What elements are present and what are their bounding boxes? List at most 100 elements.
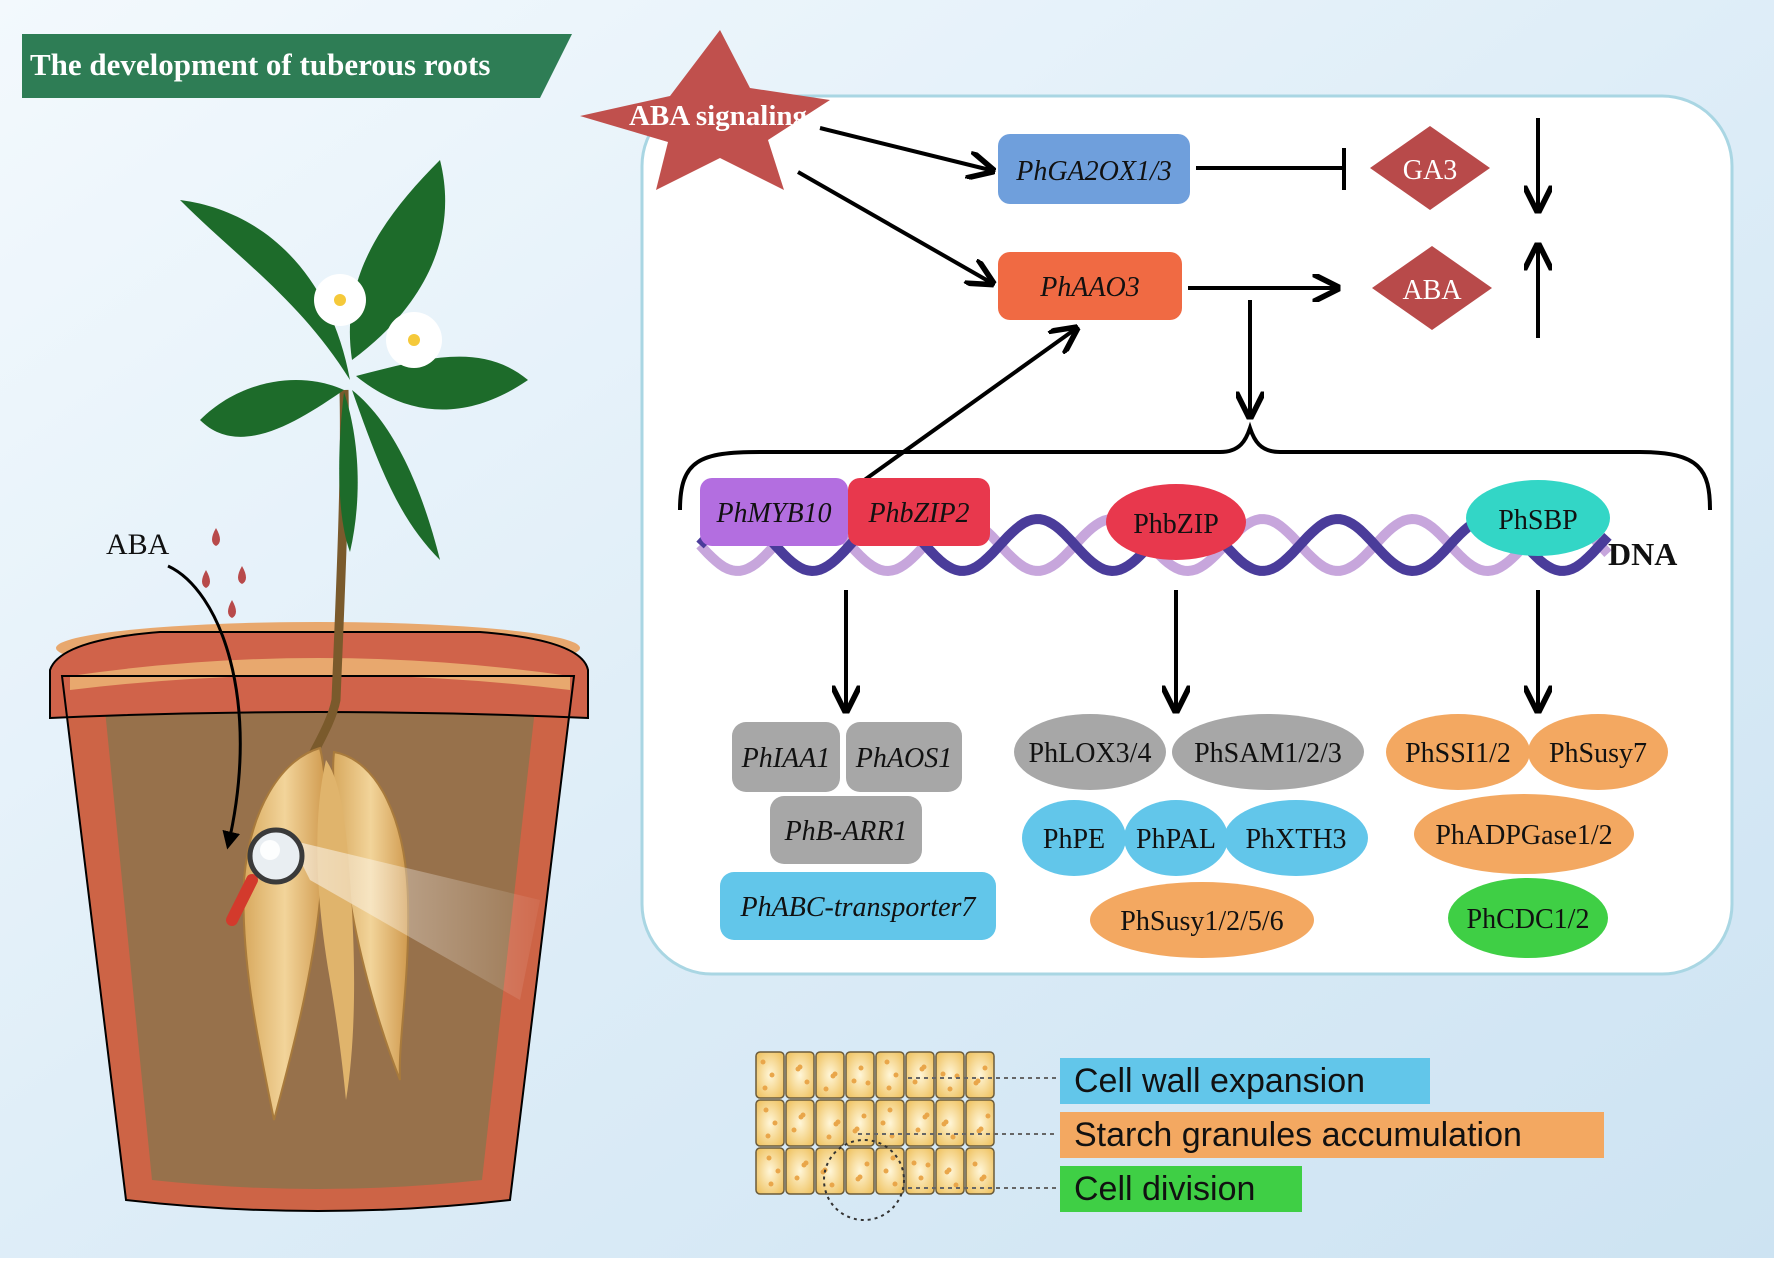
starch-granule (947, 1086, 953, 1092)
arrow-star-to-ga2ox (819, 126, 990, 170)
target-abc7 (720, 872, 996, 940)
starch-granule (760, 1059, 766, 1065)
arrow-myb10-to-aao3 (854, 330, 1074, 488)
starch-granule (886, 1085, 892, 1091)
starch-granule (953, 1182, 959, 1188)
starch-granule (768, 1181, 774, 1187)
starch-granule (861, 1113, 867, 1119)
target-pe (1022, 800, 1126, 876)
sbp-label: PhSBP (1498, 505, 1577, 536)
starch-granule (883, 1168, 889, 1174)
starch-granule (912, 1079, 918, 1085)
targets-brace (678, 421, 1712, 511)
target-abc7-label: PhABC-transporter7 (740, 892, 977, 923)
starch-granule (918, 1175, 924, 1181)
starch-granule (921, 1064, 927, 1070)
starch-granule (797, 1064, 803, 1070)
plant-cell (935, 1099, 965, 1147)
aba-hormone-label: ABA (1402, 275, 1462, 306)
target-pal-label: PhPAL (1136, 824, 1216, 855)
bzip2-tf: PhbZIP2 (848, 478, 990, 546)
starch-granule (857, 1174, 863, 1180)
legend-starch: Starch granules accumulation (1060, 1112, 1604, 1158)
plant-cell (815, 1099, 845, 1147)
plant-cell (905, 1051, 935, 1099)
plant-cell (815, 1051, 845, 1099)
starch-granule (851, 1078, 857, 1084)
plant-cell (815, 1147, 845, 1195)
aao3-label: PhAAO3 (1039, 272, 1140, 303)
starch-granule (804, 1079, 810, 1085)
dna-label: DNA (1608, 536, 1677, 572)
starch-granule (800, 1112, 806, 1118)
plant-cell (845, 1147, 875, 1195)
target-aos1 (846, 722, 962, 792)
target-adpgase12 (1414, 794, 1634, 874)
magnifier-icon (226, 827, 305, 926)
plant-cell (875, 1051, 905, 1099)
starch-granule (978, 1126, 984, 1132)
target-iaa1-label: PhIAA1 (741, 743, 831, 774)
leaf-5 (352, 390, 440, 560)
ga2ox-gene-box: PhGA2OX1/3 (998, 134, 1190, 204)
ga2ox-label: PhGA2OX1/3 (1015, 156, 1172, 187)
legend-cell-division-label: Cell division (1074, 1170, 1255, 1208)
starch-granule (858, 1065, 864, 1071)
plant-cell (935, 1051, 965, 1099)
division-highlight-circle (823, 1139, 905, 1221)
legend-cell-wall-label: Cell wall expansion (1074, 1062, 1365, 1100)
aba-signaling-label: ABA signaling (629, 100, 808, 132)
target-sam123-label: PhSAM1/2/3 (1194, 738, 1342, 769)
tuber-root-3 (317, 760, 355, 1100)
starch-granule (835, 1119, 841, 1125)
plant-cell (905, 1147, 935, 1195)
plant-cell (875, 1099, 905, 1147)
plant-cell (755, 1147, 785, 1195)
target-ssi12-label: PhSSI1/2 (1405, 738, 1511, 769)
target-pal (1124, 800, 1228, 876)
myb10-tf: PhMYB10 (700, 478, 848, 546)
ga3-hormone: GA3 (1370, 126, 1490, 210)
legend-cell-division: Cell division (1060, 1166, 1302, 1212)
leaf-3 (356, 356, 528, 410)
starch-granule (940, 1071, 946, 1077)
plant-cell (785, 1051, 815, 1099)
starch-granule (769, 1072, 775, 1078)
starch-granule (765, 1133, 771, 1139)
target-susy1256 (1090, 882, 1314, 958)
target-aos1-label: PhAOS1 (855, 743, 952, 774)
starch-granule (826, 1134, 832, 1140)
aba-uptake-arrow (167, 564, 242, 850)
starch-granule (911, 1160, 917, 1166)
starch-granule (950, 1134, 956, 1140)
starch-granule (887, 1107, 893, 1113)
starch-granule (791, 1127, 797, 1133)
target-pe-label: PhPE (1043, 824, 1105, 855)
target-susy1256-label: PhSusy1/2/5/6 (1120, 906, 1283, 937)
target-cdc12 (1448, 878, 1608, 958)
starch-granule (854, 1126, 860, 1132)
starch-granule (884, 1059, 890, 1065)
starch-granule (946, 1167, 952, 1173)
starch-granule (915, 1127, 921, 1133)
starch-granule (766, 1155, 772, 1161)
target-barr1 (770, 796, 922, 864)
plant-cell (965, 1099, 995, 1147)
starch-granule (772, 1120, 778, 1126)
target-ssi12 (1386, 714, 1530, 790)
aba-hormone: ABA (1372, 246, 1492, 330)
plant-cell (755, 1099, 785, 1147)
starch-granule (864, 1161, 870, 1167)
starch-granule (865, 1080, 871, 1086)
starch-granule (763, 1107, 769, 1113)
left-target-genes: PhIAA1 PhAOS1 PhB-ARR1 PhABC-transporter… (720, 722, 996, 940)
title-banner: The development of tuberous roots (22, 34, 572, 98)
sbp-tf: PhSBP (1466, 480, 1610, 556)
plant-cell (965, 1147, 995, 1195)
starch-granule (880, 1120, 886, 1126)
pot-soil (104, 700, 536, 1189)
pot-rim-inner (70, 658, 570, 690)
starch-granule (803, 1160, 809, 1166)
legend-cell-wall: Cell wall expansion (1060, 1058, 1430, 1104)
plant-illustration: ABA (49, 160, 589, 1212)
